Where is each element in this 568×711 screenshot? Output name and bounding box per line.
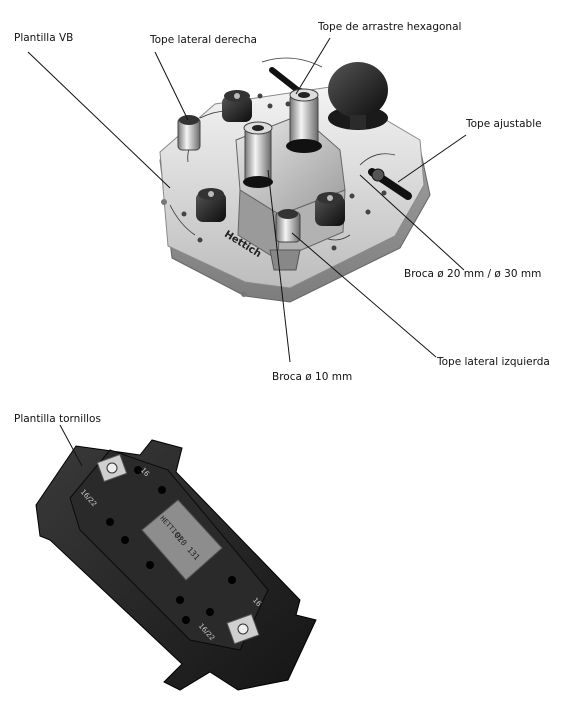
leader-lines xyxy=(27,37,467,467)
black-knobs xyxy=(196,90,345,226)
label-tope-lateral-izquierda: Tope lateral izquierda xyxy=(437,356,550,368)
screw-template-device xyxy=(35,439,317,691)
label-broca-20-30: Broca ø 20 mm / ø 30 mm xyxy=(404,268,542,280)
label-plantilla-tornillos: Plantilla tornillos xyxy=(14,413,101,425)
template-holes xyxy=(106,466,236,624)
label-tope-ajustable: Tope ajustable xyxy=(466,118,542,130)
vb-template-device xyxy=(159,57,431,303)
label-tope-lateral-derecha: Tope lateral derecha xyxy=(150,34,257,46)
label-plantilla-vb: Plantilla VB xyxy=(14,32,74,44)
label-tope-arrastre-hexagonal: Tope de arrastre hexagonal xyxy=(318,21,462,33)
scale-dots xyxy=(181,93,387,251)
label-broca-10: Broca ø 10 mm xyxy=(272,371,353,383)
